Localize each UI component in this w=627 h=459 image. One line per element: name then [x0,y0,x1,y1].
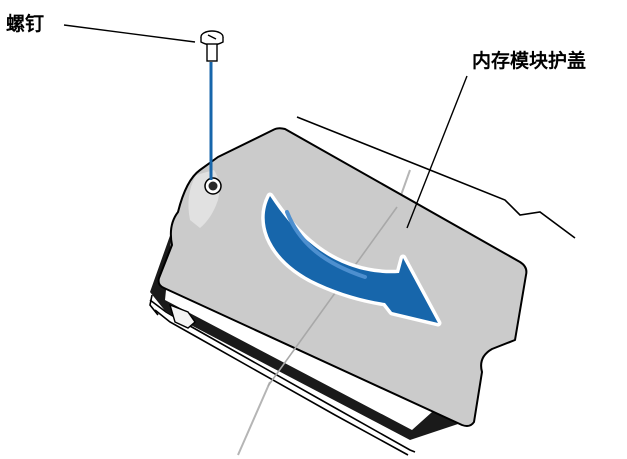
cover-hinge-tab [168,303,196,329]
cover-seam-line [267,206,398,387]
screw-label: 螺钉 [6,13,45,35]
cover-edge-shadow [150,230,478,440]
base-seam-lines [237,169,411,456]
memory-cover-label: 内存模块护盖 [472,50,587,72]
cover-leader-line [406,75,468,229]
screw-leader-line [63,24,196,43]
screw-icon [200,30,224,62]
screw-hole [204,177,222,195]
laptop-base-outline [149,116,576,456]
rotation-arrow [261,192,442,327]
